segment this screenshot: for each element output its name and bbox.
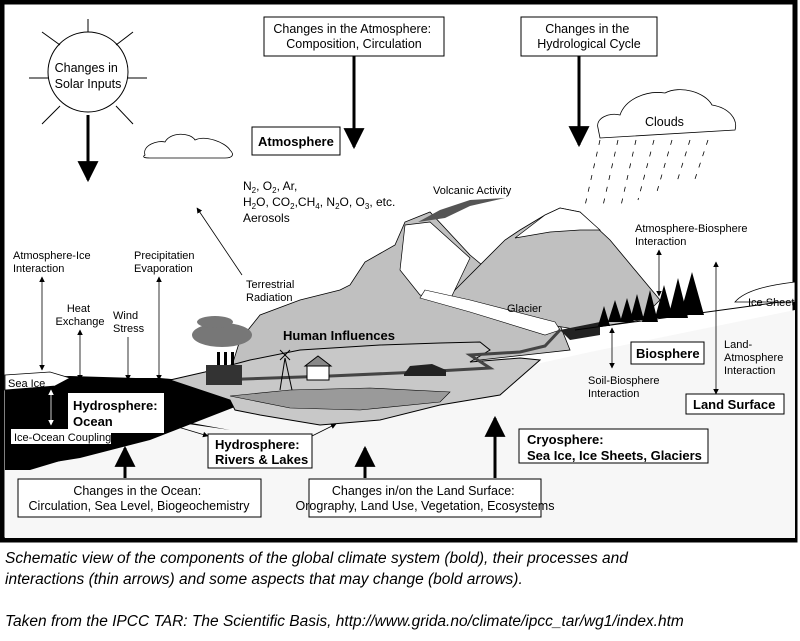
clouds-label: Clouds [645, 115, 684, 129]
climate-system-diagram: Changes in Solar Inputs Changes in the A… [0, 0, 798, 543]
svg-text:H2O, CO2,CH4, N2O, O3, etc.: H2O, CO2,CH4, N2O, O3, etc. [243, 195, 395, 211]
ocean-box [68, 393, 164, 433]
ice-ocean-box [11, 429, 111, 444]
precipitation-label: Precipitatien Evaporation [134, 250, 198, 275]
cryosphere-box [518, 428, 709, 464]
cryosphere-label: Cryosphere: Sea Ice, Ice Sheets, Glacier… [527, 432, 702, 463]
rain [583, 139, 709, 211]
land-change-label: Changes in/on the Land Surface: Orograph… [296, 484, 555, 513]
svg-text:N2, O2, Ar,: N2, O2, Ar, [243, 179, 297, 195]
sea-ice-label: Sea Ice [8, 378, 45, 390]
glacier-label: Glacier [507, 303, 542, 315]
ice-ocean-label: Ice-Ocean Coupling [14, 432, 111, 444]
caption-line-1: Schematic view of the components of the … [5, 550, 628, 567]
river [214, 328, 562, 382]
rivers-land-arrow [311, 423, 337, 437]
land-change-box [308, 478, 542, 518]
lowland [168, 341, 542, 426]
atmosphere-ice-label: Atmosphere-Ice Interaction [13, 250, 94, 275]
rivers-lakes-label: Hydrosphere: Rivers & Lakes [215, 437, 308, 467]
volcanic-activity-label: Volcanic Activity [433, 185, 512, 197]
svg-text:Aerosols: Aerosols [243, 211, 290, 225]
solar-change-label: Changes in Solar Inputs [55, 61, 122, 91]
human-influences-label: Human Influences [283, 328, 395, 343]
land-surface-label: Land Surface [693, 397, 775, 412]
snow-cap-right [514, 207, 601, 239]
hydro-cycle-change-label: Changes in the Hydrological Cycle [537, 22, 641, 51]
ocean-change-box [17, 478, 262, 518]
caption-source: Taken from the IPCC TAR: The Scientific … [5, 613, 684, 630]
biosphere-box [630, 341, 705, 365]
glacier-shape [419, 289, 561, 336]
rivers-ocean-arrow [167, 422, 209, 438]
wind-stress-label: Wind Stress [113, 310, 145, 335]
small-cloud [143, 133, 233, 159]
atmosphere-box [251, 126, 341, 156]
sea-ice-shape [4, 371, 72, 391]
land-atmosphere-label: Land- Atmosphere Interaction [724, 339, 786, 377]
sun-icon [29, 19, 147, 125]
rain-cloud [597, 89, 737, 139]
atmosphere-biosphere-label: Atmosphere-Biosphere Interaction [635, 223, 751, 248]
ice-sheet-label: Ice Sheet [748, 297, 794, 309]
forest [598, 272, 704, 326]
terrestrial-radiation-label: Terrestrial Radiation [246, 279, 297, 304]
factory [192, 316, 252, 385]
atmosphere-label: Atmosphere [258, 134, 334, 149]
atmosphere-change-label: Changes in the Atmosphere: Composition, … [273, 22, 434, 51]
rivers-lakes-box [207, 433, 313, 469]
house [303, 355, 333, 381]
soil-biosphere-label: Soil-Biosphere Interaction [588, 375, 663, 400]
car [404, 364, 446, 376]
left-mountain [229, 211, 571, 373]
caption-line-2: interactions (thin arrows) and some aspe… [5, 571, 523, 588]
figure-caption: Schematic view of the components of the … [5, 548, 800, 632]
volcanic-plume [418, 198, 505, 222]
ice-sheet-shape [734, 281, 796, 303]
atmosphere-change-box [263, 16, 445, 57]
atmosphere-composition: N2, O2, Ar, H2O, CO2,CH4, N2O, O3, etc. … [243, 179, 395, 225]
ocean-label: Hydrosphere: Ocean [73, 398, 161, 429]
heat-exchange-label: Heat Exchange [56, 303, 105, 328]
ocean-change-label: Changes in the Ocean: Circulation, Sea L… [29, 484, 251, 513]
windmill [279, 349, 293, 391]
hydro-cycle-change-box [520, 16, 658, 57]
terrestrial-radiation-arrow [196, 207, 243, 276]
land-surface-box [685, 393, 785, 415]
fields [229, 387, 451, 411]
biosphere-label: Biosphere [636, 346, 700, 361]
